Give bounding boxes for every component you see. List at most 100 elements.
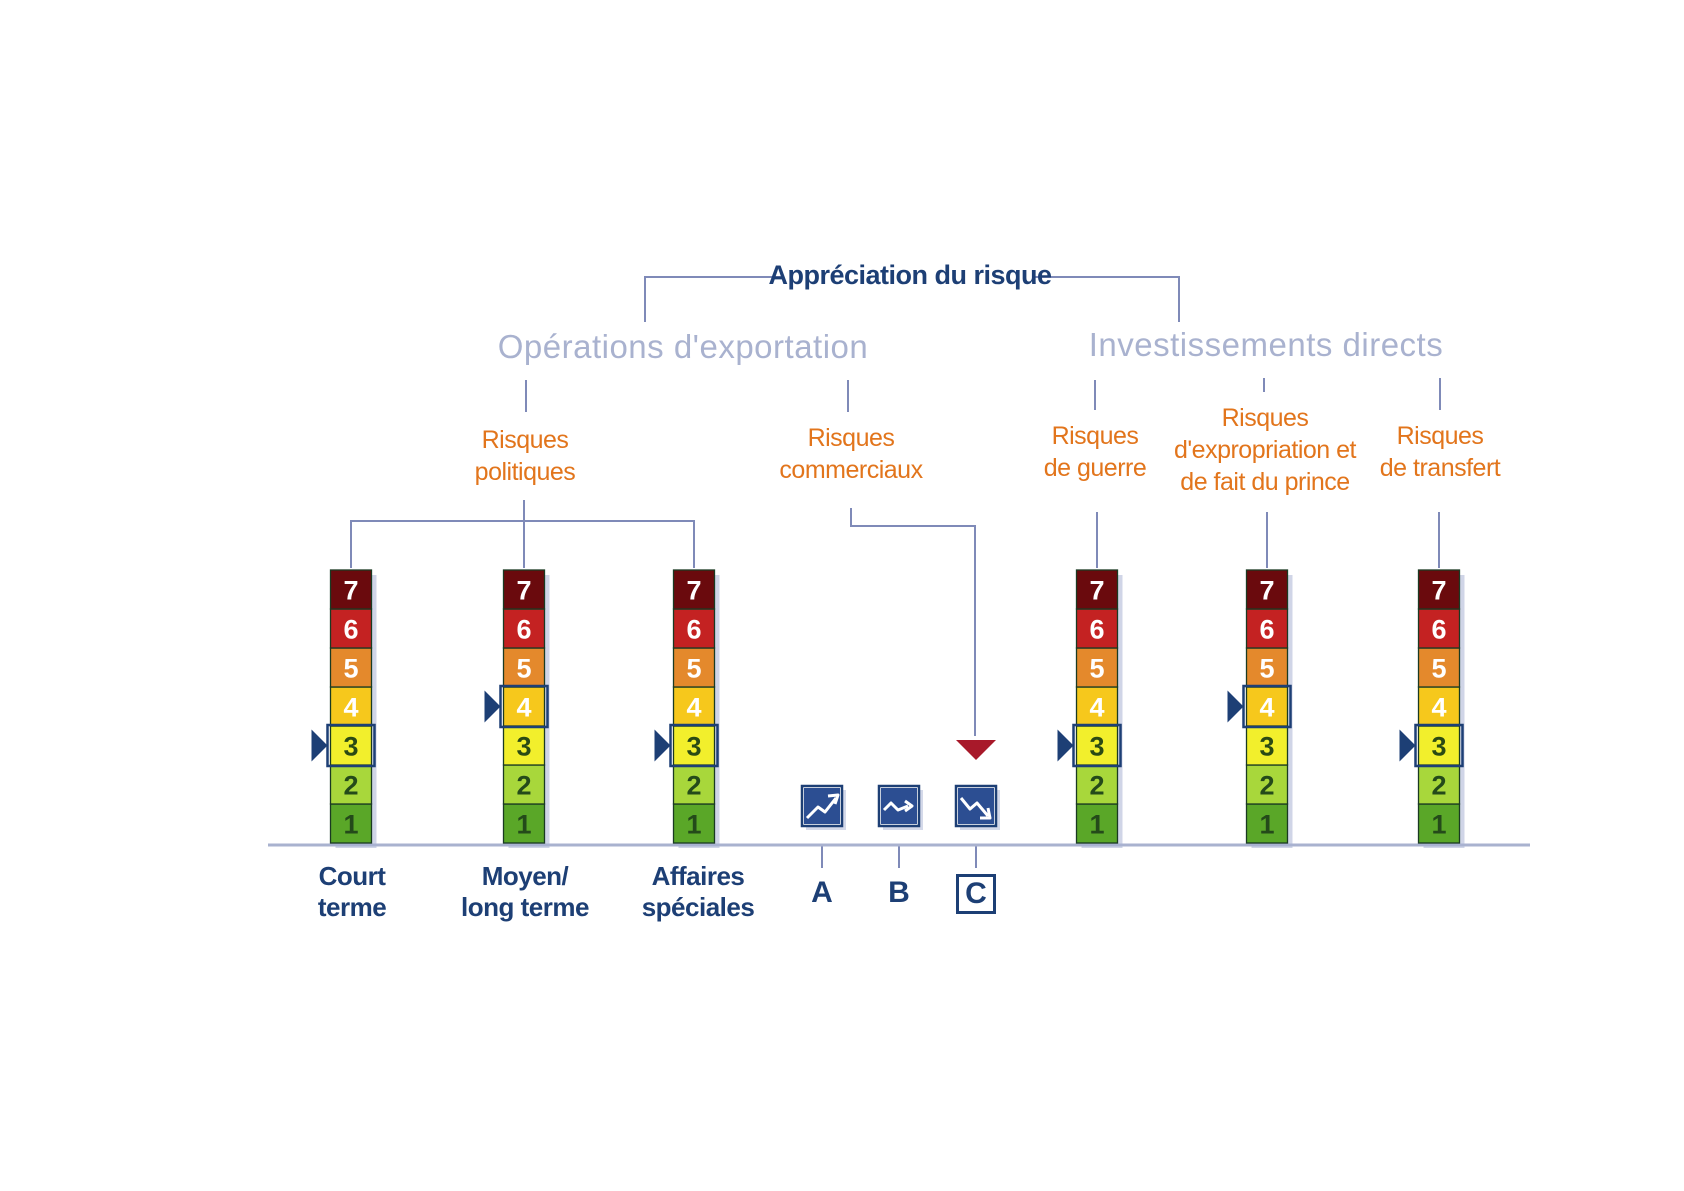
trend-letter-a: A — [811, 876, 833, 909]
trend-arrowhead — [980, 807, 992, 820]
scale-cell — [502, 686, 546, 727]
risk-type-political: Risques politiques — [474, 426, 576, 486]
column-label-short-term: Court terme — [317, 861, 387, 922]
trend-letter-c-selected: C — [956, 874, 996, 914]
scale-cell-number: 5 — [516, 654, 531, 684]
scale-cell — [1245, 725, 1289, 766]
scale-cell — [672, 764, 716, 805]
scale-cell — [1075, 569, 1119, 610]
scale-cell-number: 3 — [516, 732, 531, 762]
connector-lines — [350, 276, 1441, 868]
scale-cell-number: 2 — [1259, 771, 1274, 801]
scale-cell — [1417, 608, 1461, 649]
scale-cell-number: 7 — [686, 576, 701, 606]
commercial-pointer-triangle — [956, 740, 996, 760]
scale-cell-number: 6 — [1259, 615, 1274, 645]
scale-cell-number: 4 — [1259, 693, 1274, 723]
scale-cell — [1075, 764, 1119, 805]
scale-cell-number: 7 — [1431, 576, 1446, 606]
scale-cell — [329, 764, 373, 805]
scale-cell-number: 4 — [343, 693, 358, 723]
scale-cell-number: 2 — [1089, 771, 1104, 801]
icon-fill — [804, 788, 840, 824]
scale-cell-number: 1 — [1089, 810, 1104, 840]
scale-cell — [1417, 569, 1461, 610]
rating-marker-arrow — [1057, 729, 1074, 762]
scale-cell — [329, 608, 373, 649]
trend-classes — [800, 784, 1000, 830]
column-label-medium-long-term: Moyen/ long terme — [461, 861, 589, 922]
category-export-operations: Opérations d'exportation — [497, 328, 869, 365]
scale-cell-number: 5 — [1431, 654, 1446, 684]
rating-scale-column: 1 2 3 4 5 6 7 — [311, 569, 377, 848]
scale-cell — [1245, 686, 1289, 727]
scale-cell-number: 6 — [516, 615, 531, 645]
scale-cell-number: 5 — [1259, 654, 1274, 684]
scale-cell-number: 7 — [1089, 576, 1104, 606]
root-title: Appréciation du risque — [768, 260, 1052, 290]
root-connector-left — [644, 276, 782, 322]
scale-cell-number: 1 — [343, 810, 358, 840]
risk-type-expropriation: Risques d'expropriation et de fait du pr… — [1173, 404, 1357, 496]
scale-cell — [329, 569, 373, 610]
scale-cell — [502, 608, 546, 649]
scale-cell — [1245, 608, 1289, 649]
scale-cell-number: 3 — [343, 732, 358, 762]
root-connector-right — [1032, 276, 1180, 322]
trend-line — [959, 797, 990, 817]
scale-cell-number: 2 — [343, 771, 358, 801]
scale-cell-number: 5 — [686, 654, 701, 684]
scale-cell — [1245, 647, 1289, 688]
scale-cell-number: 3 — [1259, 732, 1274, 762]
scale-cell-number: 1 — [1431, 810, 1446, 840]
scale-cell-number: 7 — [343, 576, 358, 606]
scale-cell-number: 4 — [516, 693, 531, 723]
scale-cell-number: 4 — [1431, 693, 1446, 723]
rating-marker-arrow — [484, 690, 501, 723]
trend-line — [882, 801, 909, 812]
trend-flat-icon — [877, 784, 923, 830]
scale-cell — [1417, 803, 1461, 844]
scale-cell-number: 3 — [1089, 732, 1104, 762]
scale-cell-number: 2 — [1431, 771, 1446, 801]
rating-marker-arrow — [1399, 729, 1416, 762]
trend-line — [805, 797, 838, 820]
trend-letter-b: B — [888, 876, 910, 909]
scale-cell — [502, 725, 546, 766]
scale-cell — [1417, 686, 1461, 727]
scale-cell — [1245, 569, 1289, 610]
scale-cell-number: 5 — [1089, 654, 1104, 684]
scale-cell — [502, 569, 546, 610]
scale-cell-number: 6 — [1089, 615, 1104, 645]
commercial-path — [850, 508, 976, 736]
scale-cell-number: 1 — [516, 810, 531, 840]
scale-cell-number: 4 — [686, 693, 701, 723]
scale-cell — [329, 725, 373, 766]
rating-marker-arrow — [1227, 690, 1244, 723]
scale-cell — [329, 686, 373, 727]
scale-cell-number: 1 — [1259, 810, 1274, 840]
scale-cell — [329, 803, 373, 844]
risk-type-commercial: Risques commerciaux — [779, 424, 923, 484]
category-direct-investments: Investissements directs — [1088, 326, 1444, 363]
political-bracket — [350, 520, 695, 568]
scale-cell-number: 1 — [686, 810, 701, 840]
rating-scales: 1234567123456712345671234567123456712345… — [311, 569, 1465, 848]
scale-cell-number: 5 — [343, 654, 358, 684]
trend-arrowhead — [904, 799, 914, 813]
scale-cell-number: 2 — [516, 771, 531, 801]
rating-marker-arrow — [311, 729, 328, 762]
trend-up-icon — [800, 784, 846, 830]
scale-cell-number: 2 — [686, 771, 701, 801]
risk-type-transfer: Risques de transfert — [1379, 422, 1501, 482]
scale-cell-number: 6 — [343, 615, 358, 645]
rating-marker-arrow — [654, 729, 671, 762]
scale-cell-number: 3 — [1431, 732, 1446, 762]
scale-cell — [1417, 647, 1461, 688]
scale-cell — [672, 569, 716, 610]
scale-cell — [1245, 764, 1289, 805]
